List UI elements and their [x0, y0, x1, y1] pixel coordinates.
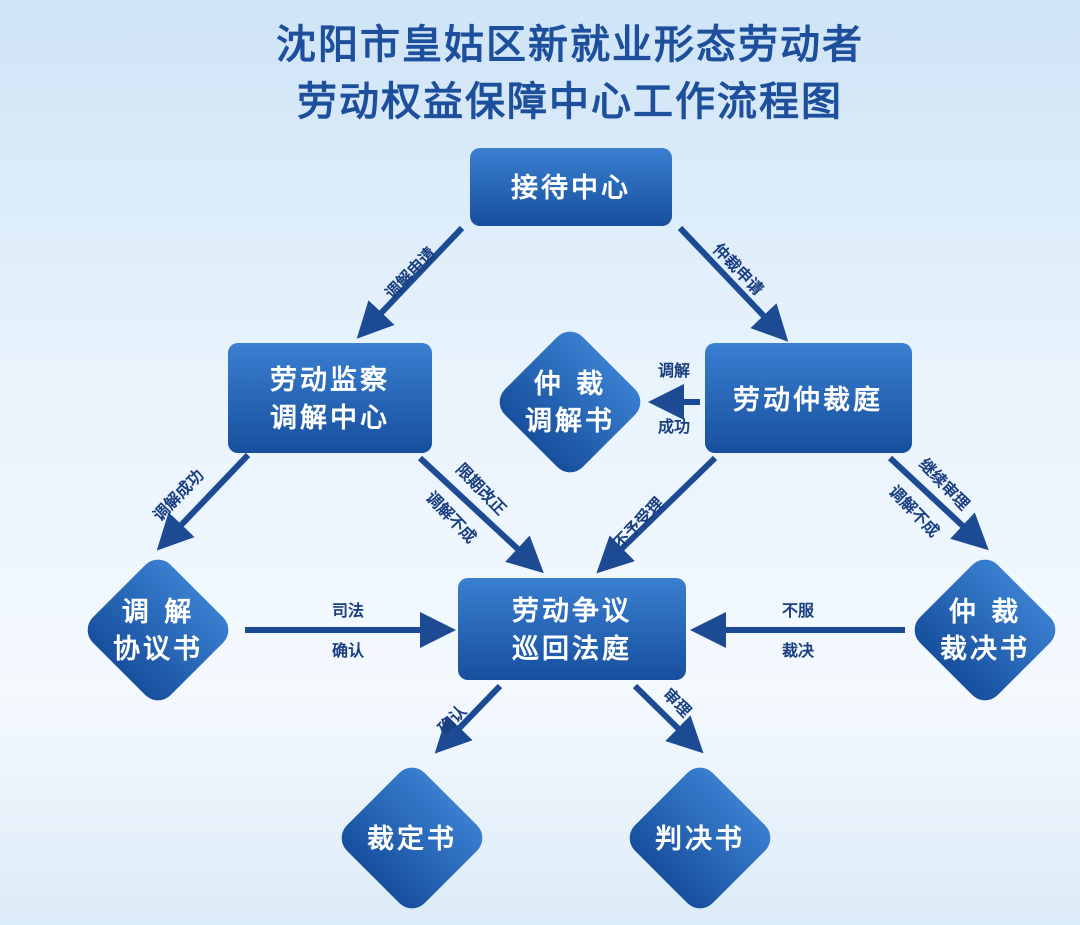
edge-label-confirm: 确认 — [434, 701, 471, 738]
node-mediation-agreement-label-1: 调 解 — [122, 597, 194, 628]
edge-label-not-accepted: 不予受理 — [609, 494, 667, 553]
title-line-2: 劳动权益保障中心工作流程图 — [297, 79, 843, 125]
node-circuit-court-label-1: 劳动争议 — [512, 596, 632, 627]
arrow-arbitration-to-court — [596, 455, 718, 574]
node-inspection-label-1: 劳动监察 — [270, 364, 390, 396]
node-arbitration-award-label-2: 裁决书 — [940, 634, 1030, 665]
node-mediation-agreement-label-2: 协议书 — [113, 634, 203, 665]
arrow-to-ruling — [434, 683, 503, 754]
node-ruling-label: 裁定书 — [367, 823, 457, 855]
node-arbitration-award-label-1: 仲 裁 — [949, 597, 1021, 628]
arrow-inspection-to-court — [417, 455, 544, 574]
node-circuit-court: 劳动争议 巡回法庭 — [458, 578, 686, 680]
edge-label-mediation-success-a1: 调解 — [658, 361, 690, 380]
edge-label-mediation-apply: 调解申请 — [381, 244, 439, 303]
edge-label-rectify: 限期改正 — [452, 460, 510, 519]
node-arbitration-award: 仲 裁 裁决书 — [914, 559, 1056, 701]
node-inspection: 劳动监察 调解中心 — [228, 343, 432, 453]
node-ruling: 裁定书 — [341, 767, 483, 909]
node-arbitration-court: 劳动仲裁庭 — [705, 343, 912, 453]
edge-label-mediation-success-b: 调解成功 — [149, 466, 207, 525]
node-inspection-label-2: 调解中心 — [270, 403, 390, 434]
node-judgment: 判决书 — [629, 767, 771, 909]
edge-label-mediation-fail-b: 调解不成 — [885, 482, 943, 541]
node-reception-label: 接待中心 — [511, 173, 631, 204]
edge-label-disagree-1: 不服 — [782, 601, 815, 620]
arrow-to-agreement — [156, 452, 251, 551]
node-mediation-agreement: 调 解 协议书 — [87, 559, 229, 701]
edge-label-judicial-2: 确认 — [332, 641, 365, 660]
edge-label-mediation-fail-a: 调解不成 — [422, 488, 480, 547]
arrow-to-arbitration — [677, 225, 789, 342]
edge-label-mediation-success-a2: 成功 — [658, 417, 690, 436]
edge-label-judicial-1: 司法 — [332, 601, 364, 620]
arrow-to-inspection — [356, 225, 465, 339]
arrow-to-award — [887, 455, 989, 551]
node-judgment-label: 判决书 — [655, 824, 745, 855]
edge-label-disagree-2: 裁决 — [782, 641, 815, 660]
node-arbitration-mediation-label-2: 调解书 — [525, 406, 615, 437]
node-arbitration-court-label: 劳动仲裁庭 — [733, 384, 883, 416]
node-arbitration-mediation-label-1: 仲 裁 — [534, 369, 606, 400]
arrow-to-judgment — [632, 683, 704, 754]
node-arbitration-mediation: 仲 裁 调解书 — [499, 331, 641, 473]
node-circuit-court-label-2: 巡回法庭 — [512, 633, 632, 665]
node-reception: 接待中心 — [470, 148, 672, 226]
title-line-1: 沈阳市皇姑区新就业形态劳动者 — [276, 22, 864, 68]
